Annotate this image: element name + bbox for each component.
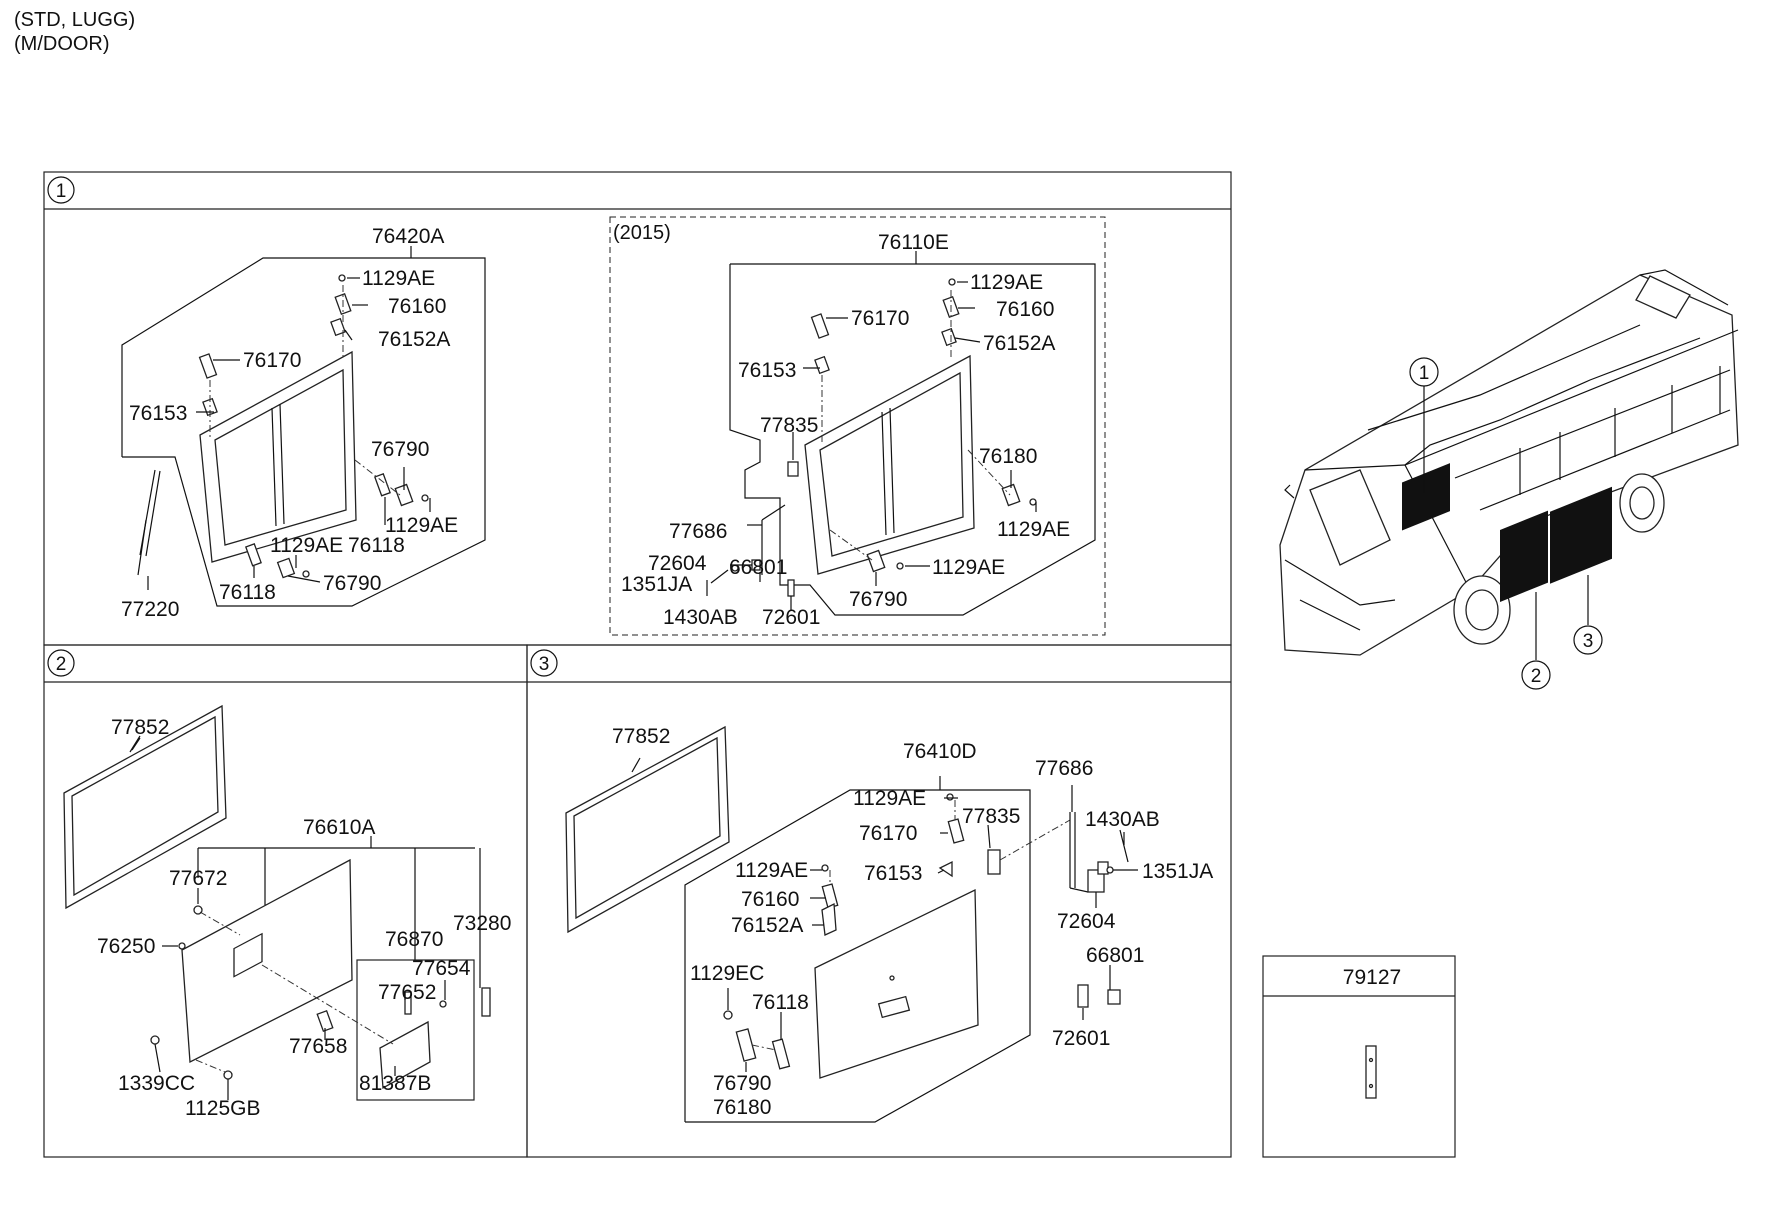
callout: 77835 [962, 805, 1020, 828]
callout: 1129AE [970, 271, 1043, 294]
callout: 76118 [752, 991, 809, 1014]
group-76420a [121, 246, 486, 607]
callout: 1129AE [997, 518, 1070, 541]
callouts-group-1b: 76110E 1129AE 76160 76152A 76170 76153 7… [621, 231, 1070, 629]
section-3-badge: 3 [530, 649, 558, 677]
vehicle-marker-3: 3 [1573, 625, 1603, 655]
subbox-2015 [609, 216, 1106, 636]
callout: 66801 [729, 556, 787, 579]
bus-illustration [1279, 269, 1739, 660]
group-76610a [63, 704, 491, 1101]
callout: 72601 [1052, 1027, 1110, 1050]
section-1-badge: 1 [47, 176, 75, 204]
callout: 76118 [348, 534, 405, 557]
callout: 76420A [372, 225, 444, 248]
callout: 76870 [385, 928, 443, 951]
callout: 1129AE [385, 514, 458, 537]
callout: 1351JA [1142, 860, 1213, 883]
callout: 77852 [111, 716, 169, 739]
vehicle-marker-2: 2 [1521, 660, 1551, 690]
callout: 72601 [762, 606, 820, 629]
section-4-title: 79127 [1343, 966, 1401, 989]
callout: 76153 [129, 402, 187, 425]
callout: 76152A [983, 332, 1055, 355]
callout: 1125GB [185, 1097, 261, 1120]
callouts-group-3: 77852 76410D 77686 1129AE 77835 76170 14… [612, 725, 1213, 1119]
callout: 1430AB [663, 606, 738, 629]
callout: 1339CC [118, 1072, 195, 1095]
callout: 76160 [996, 298, 1054, 321]
callout: 77654 [412, 957, 471, 980]
callout: 76170 [243, 349, 301, 372]
callout: 76170 [859, 822, 917, 845]
callout: 76153 [738, 359, 796, 382]
callout: 76180 [713, 1096, 771, 1119]
svg-text:2: 2 [1531, 666, 1542, 687]
callout: 76790 [849, 588, 907, 611]
callout: 1129AE [362, 267, 435, 290]
section-2-badge: 2 [47, 649, 75, 677]
callout: 76110E [878, 231, 949, 254]
group-76110e [706, 251, 1096, 616]
callout: 1351JA [621, 573, 692, 596]
callout: 76250 [97, 935, 155, 958]
callout: 76160 [388, 295, 446, 318]
vehicle-marker-1: 1 [1409, 357, 1439, 387]
callout: 76170 [851, 307, 909, 330]
callout: 76152A [378, 328, 450, 351]
callout: 73280 [453, 912, 511, 935]
callout: 76180 [979, 445, 1037, 468]
svg-text:2: 2 [56, 654, 67, 675]
callout: 1129EC [690, 962, 764, 985]
svg-text:3: 3 [539, 654, 550, 675]
callout: 76790 [371, 438, 429, 461]
callout: 77652 [378, 981, 436, 1004]
part-79127 [1365, 1045, 1377, 1099]
callout: 72604 [1057, 910, 1116, 933]
callout: 77220 [121, 598, 179, 621]
section-frames [43, 171, 1456, 1158]
callout: 77658 [289, 1035, 347, 1058]
callout: 1129AE [853, 787, 926, 810]
callout: 76610A [303, 816, 375, 839]
callout: 66801 [1086, 944, 1144, 967]
callout: 1129AE [735, 859, 808, 882]
callout: 77835 [760, 414, 818, 437]
callout: 1129AE [270, 534, 343, 557]
callout: 77852 [612, 725, 670, 748]
callout: 76790 [323, 572, 381, 595]
callout: 77672 [169, 867, 227, 890]
subbox-2015-label: (2015) [613, 222, 671, 244]
callouts-group-1: 76420A 1129AE 76160 76152A 76170 76153 7… [121, 225, 458, 621]
callout: 81387B [359, 1072, 431, 1095]
callout: 77686 [1035, 757, 1093, 780]
callout: 76152A [731, 914, 803, 937]
callout: 76160 [741, 888, 799, 911]
callout: 77686 [669, 520, 727, 543]
group-76410d [565, 725, 1138, 1123]
callout: 1129AE [932, 556, 1005, 579]
callout: 76118 [219, 581, 276, 604]
callout: 1430AB [1085, 808, 1160, 831]
callouts-group-2: 77852 76610A 77672 76250 76870 73280 776… [97, 716, 511, 1120]
header-line-2: (M/DOOR) [14, 33, 110, 55]
callout: 76153 [864, 862, 922, 885]
callout: 76410D [903, 740, 977, 763]
callout: 72604 [648, 552, 707, 575]
callout: 76790 [713, 1072, 771, 1095]
header-line-1: (STD, LUGG) [14, 9, 136, 31]
svg-text:1: 1 [1419, 363, 1430, 384]
svg-text:3: 3 [1583, 631, 1594, 652]
svg-text:1: 1 [56, 181, 67, 202]
